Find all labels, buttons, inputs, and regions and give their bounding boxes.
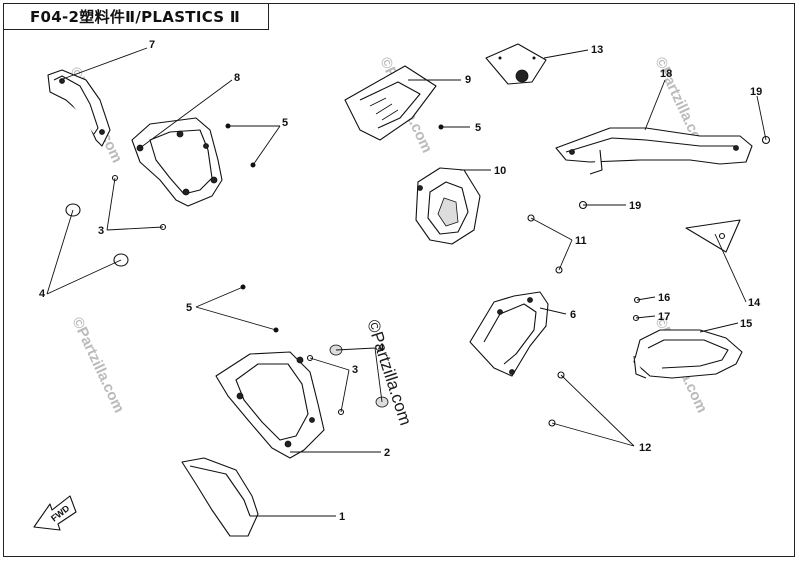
diagram-title: F04-2塑料件Ⅱ/PLASTICS Ⅱ [30, 8, 241, 26]
callout-19-lower: 19 [629, 200, 641, 212]
callout-11: 11 [575, 235, 587, 247]
watermark-center: ©Partzilla.com [363, 317, 415, 427]
callout-5-center: 5 [475, 122, 481, 134]
callout-4-center: 4 [378, 342, 385, 354]
callout-14: 14 [748, 297, 761, 309]
part-13-shape [485, 43, 547, 85]
callout-labels: 7 8 5 3 4 9 5 13 18 19 19 10 11 14 16 17… [39, 39, 762, 523]
callout-9: 9 [465, 74, 471, 86]
callout-2: 2 [384, 447, 390, 459]
callout-6: 6 [570, 309, 576, 321]
part-15-shape [633, 329, 743, 379]
callout-8: 8 [234, 72, 240, 84]
callout-5-upper-left: 5 [282, 117, 288, 129]
callout-5-lower-left: 5 [186, 302, 192, 314]
callout-4-left: 4 [39, 288, 46, 300]
callout-15: 15 [740, 318, 752, 330]
callout-17: 17 [658, 311, 670, 323]
watermark-4: ©Partzilla.com [68, 315, 127, 416]
part-12-screws [548, 371, 565, 427]
callout-13: 13 [591, 44, 603, 56]
callout-1: 1 [339, 511, 345, 523]
callout-12: 12 [639, 442, 651, 454]
part-14-shape [685, 219, 741, 253]
part-5-clips [225, 123, 444, 333]
part-1-shape [181, 457, 259, 537]
part-7-shape [47, 69, 111, 147]
part-3-screws [111, 174, 345, 416]
callout-16: 16 [658, 292, 670, 304]
callout-19-upper: 19 [750, 86, 762, 98]
part-9-shape [344, 65, 437, 141]
title-box: F04-2塑料件Ⅱ/PLASTICS Ⅱ [3, 3, 269, 30]
diagram-border [3, 3, 795, 557]
callout-10: 10 [494, 165, 506, 177]
part-2-shape [215, 351, 325, 459]
part-10-shape [415, 167, 481, 245]
part-11-screws [527, 214, 563, 274]
callout-3-left: 3 [98, 225, 104, 237]
part-6-shape [469, 291, 549, 377]
part-16-17-fasteners [632, 296, 641, 322]
callout-7: 7 [149, 39, 155, 51]
part-18-shape [555, 127, 753, 175]
fwd-arrow-icon: FWD [33, 495, 77, 531]
callout-3-center: 3 [352, 364, 358, 376]
callout-18: 18 [660, 68, 672, 80]
part-8-shape [131, 117, 223, 207]
leader-lines [46, 47, 767, 517]
